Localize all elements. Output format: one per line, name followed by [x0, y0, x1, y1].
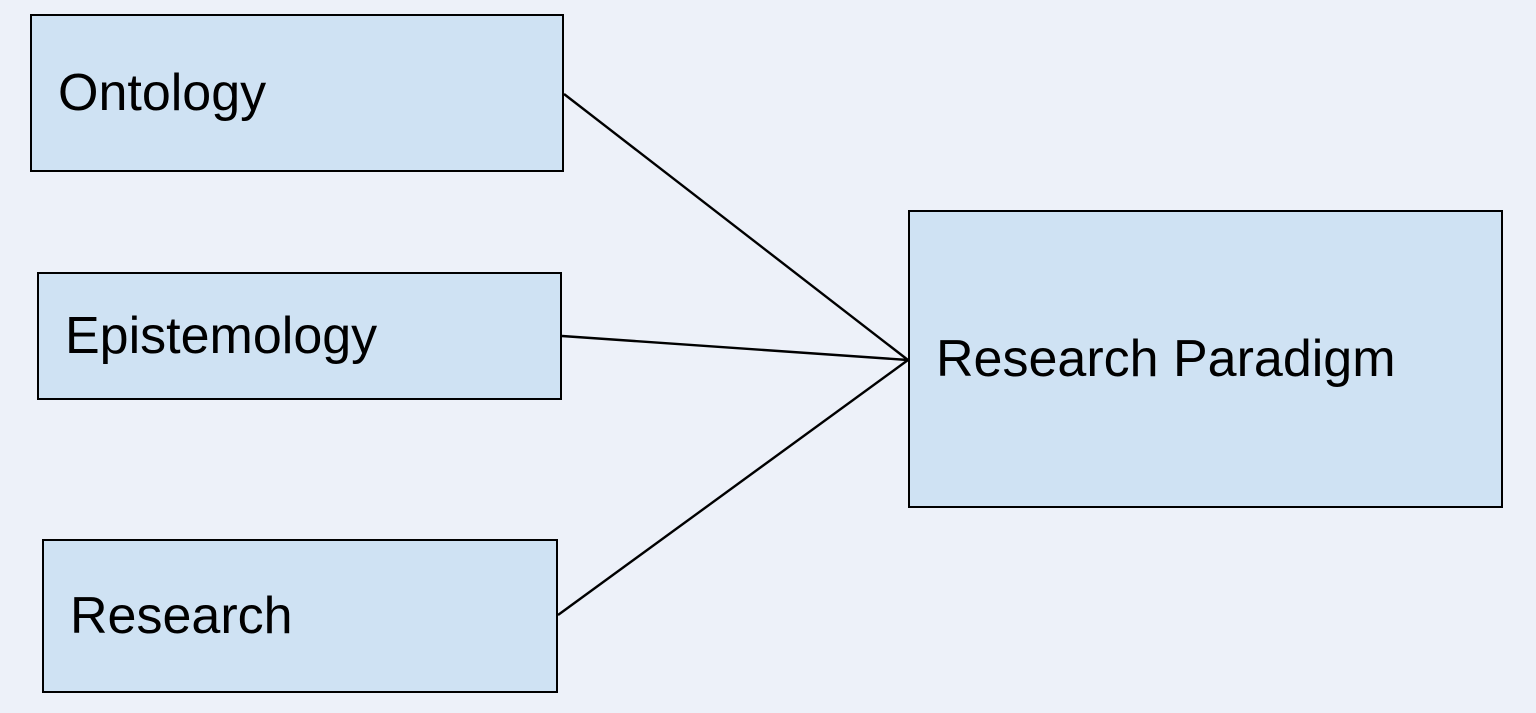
node-ontology: Ontology [30, 14, 564, 172]
node-research: Research [42, 539, 558, 693]
node-research-label: Research [70, 587, 293, 645]
edge-ontology-to-research-paradigm [563, 93, 909, 361]
node-epistemology: Epistemology [37, 272, 562, 400]
node-epistemology-label: Epistemology [65, 307, 378, 365]
edge-epistemology-to-research-paradigm [561, 334, 909, 362]
node-research-paradigm: Research Paradigm [908, 210, 1503, 508]
node-ontology-label: Ontology [58, 64, 267, 122]
edge-research-to-research-paradigm [557, 359, 909, 616]
node-research-paradigm-label: Research Paradigm [936, 330, 1396, 388]
